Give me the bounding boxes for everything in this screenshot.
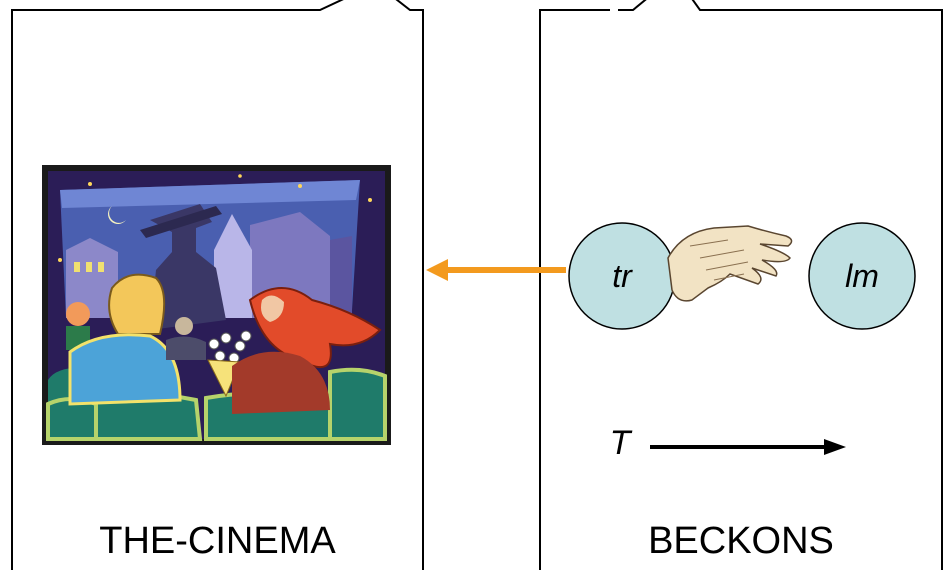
- landmark-label: lm: [845, 258, 879, 294]
- cinema-illustration: [42, 165, 391, 445]
- trajector-arrow: [426, 259, 566, 281]
- left-panel-title: THE-CINEMA: [99, 520, 336, 562]
- trajector-label: tr: [612, 258, 632, 294]
- landmark-circle: [808, 222, 916, 330]
- right-panel-title: BECKONS: [648, 520, 834, 562]
- time-axis-arrow: [650, 439, 846, 455]
- right-panel-frame: [539, 0, 943, 570]
- time-axis-label: T: [609, 424, 631, 462]
- beckoning-hand-icon: [667, 225, 793, 302]
- left-panel-frame: [11, 0, 424, 570]
